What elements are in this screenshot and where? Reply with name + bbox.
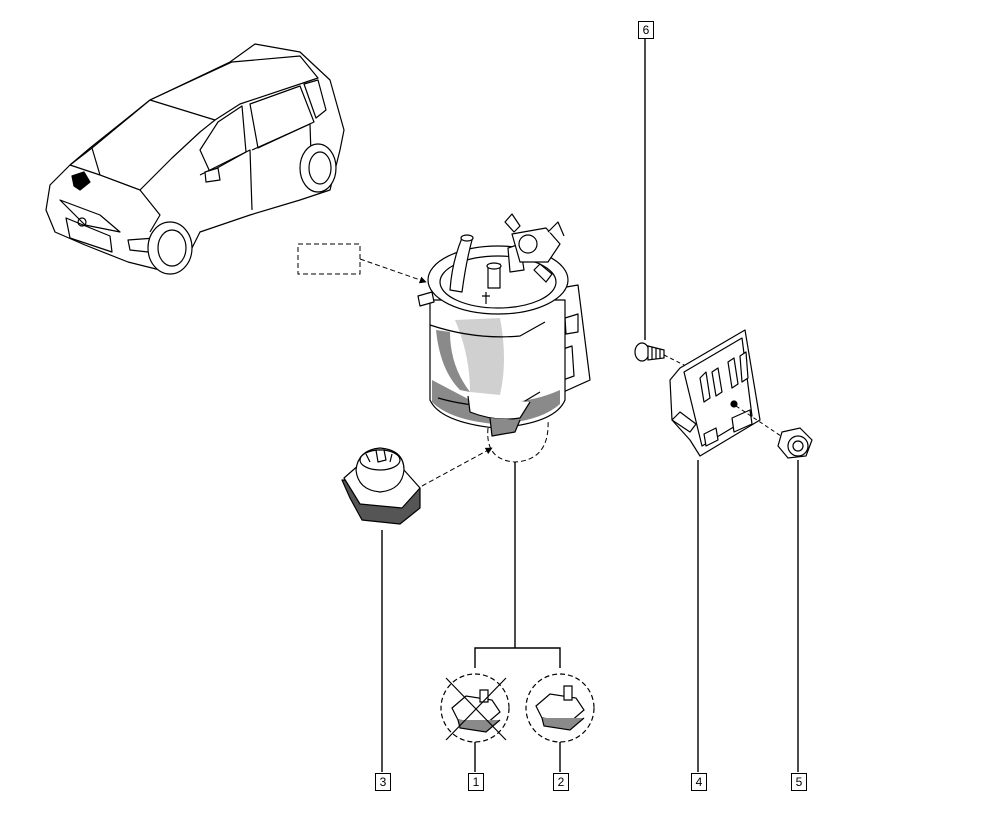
reference-box: [297, 243, 361, 275]
part-4-bracket: [669, 329, 761, 457]
leader-lines: [381, 38, 799, 772]
callout-4: 4: [691, 773, 707, 791]
fuel-filter-assembly: [417, 213, 591, 437]
part-5-clip: [777, 427, 813, 459]
vehicle-illustration: [45, 43, 345, 275]
sensor-location-circle: [487, 419, 549, 463]
callout-1: 1: [468, 773, 484, 791]
callout-6: 6: [638, 21, 654, 39]
part-5-axis: [735, 405, 785, 439]
reference-arrow: [359, 258, 427, 284]
part-3-arrow: [421, 447, 493, 487]
part-2-sensor: [525, 673, 595, 743]
callout-3: 3: [375, 773, 391, 791]
part-1-sensor-superseded: [440, 673, 510, 743]
callout-5: 5: [791, 773, 807, 791]
callout-2: 2: [553, 773, 569, 791]
part-3-heater: [341, 447, 421, 525]
part-6-screw: [634, 342, 665, 362]
